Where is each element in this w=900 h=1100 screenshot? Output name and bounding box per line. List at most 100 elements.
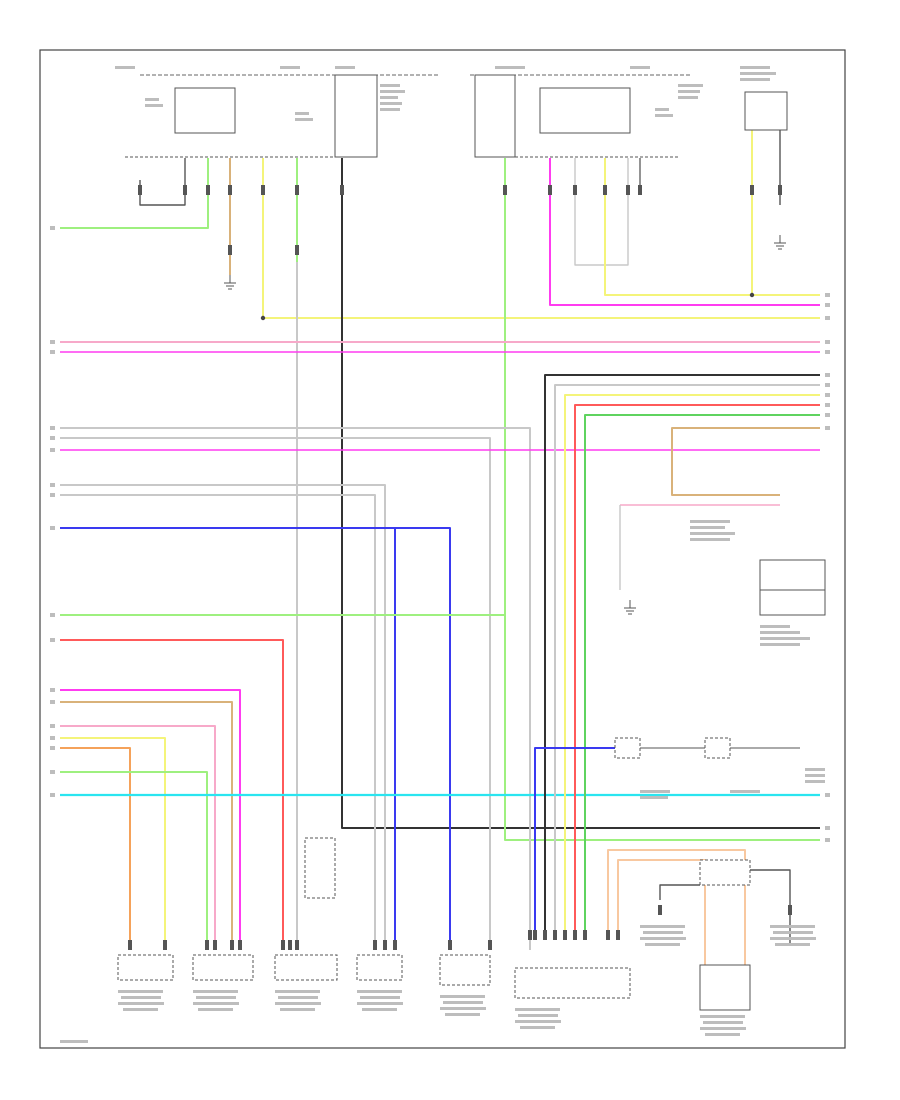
pin-label <box>50 736 55 740</box>
connector-pin <box>573 930 577 940</box>
pin-label <box>825 826 830 830</box>
relay-left <box>174 87 236 134</box>
connector-pin <box>658 905 662 915</box>
connector-pin <box>373 940 377 950</box>
wire-lt-gray-bundle <box>554 384 820 940</box>
relay-right <box>539 87 631 134</box>
pin-label <box>825 303 830 307</box>
footer-code-block <box>60 1040 88 1043</box>
connector-pin <box>533 930 537 940</box>
connector-pin <box>230 940 234 950</box>
wire-black-loop <box>139 158 186 206</box>
pin-label <box>50 483 55 487</box>
label-block <box>640 796 668 799</box>
label-block <box>443 1001 483 1004</box>
ecm-lower-right <box>699 964 751 1011</box>
connector-pin <box>788 905 792 915</box>
splice-dot <box>749 292 755 298</box>
label-block <box>690 532 735 535</box>
connector-pin <box>261 185 265 195</box>
label-block <box>440 1007 486 1010</box>
label-block <box>705 1033 740 1036</box>
pin-label <box>825 373 830 377</box>
label-block <box>740 72 776 75</box>
label-block <box>690 538 730 541</box>
label-block <box>196 996 236 999</box>
wire-lt-green-top <box>60 158 209 229</box>
pin-label <box>50 526 55 530</box>
pin-label <box>825 793 830 797</box>
wire-magenta-h3 <box>60 689 241 950</box>
connector-pin <box>295 185 299 195</box>
label-block <box>760 637 810 640</box>
wire-black-bundle <box>544 374 820 940</box>
pin-label <box>825 383 830 387</box>
connector-pin <box>603 185 607 195</box>
wire-blue-lower <box>534 747 620 940</box>
label-block <box>118 1002 164 1005</box>
label-block <box>118 990 163 993</box>
connector-pin <box>583 930 587 940</box>
connector-pin <box>383 940 387 950</box>
label-block <box>655 114 673 117</box>
connector-pin <box>228 245 232 255</box>
fuse-label <box>115 66 135 69</box>
label-block <box>640 925 685 928</box>
fuse-label <box>630 66 650 69</box>
label-block <box>440 995 485 998</box>
connector-pin <box>340 185 344 195</box>
label-block <box>730 790 760 793</box>
connector-pin <box>288 940 292 950</box>
connector-pin <box>778 185 782 195</box>
pin-label <box>825 403 830 407</box>
pin-label <box>825 350 830 354</box>
wire-blue-h1 <box>60 527 451 950</box>
wire-peach-lower-2 <box>617 859 706 965</box>
label-block <box>360 996 400 999</box>
label-block <box>380 96 398 99</box>
connector-pin <box>163 940 167 950</box>
wire-yellow-top <box>604 158 820 296</box>
label-block <box>643 931 683 934</box>
label-block <box>275 1002 321 1005</box>
label-block <box>357 990 402 993</box>
wire-pink-h2 <box>60 725 216 950</box>
diagram-frame <box>39 49 846 1049</box>
wire-peach-lower <box>607 849 746 965</box>
label-block <box>121 996 161 999</box>
label-block <box>740 66 770 69</box>
component-sensor-2 <box>192 954 254 981</box>
label-block <box>275 990 320 993</box>
label-block <box>760 625 790 628</box>
pin-label <box>50 350 55 354</box>
connector-pin <box>563 930 567 940</box>
label-block <box>193 990 238 993</box>
label-block <box>700 1027 746 1030</box>
component-sensor-4 <box>356 954 403 981</box>
label-block <box>645 943 680 946</box>
label-block <box>193 1002 239 1005</box>
label-block <box>760 631 800 634</box>
module-left <box>334 74 378 158</box>
wire-magenta-top <box>549 158 820 306</box>
wire-tan-h1 <box>60 701 233 950</box>
connector-pin <box>206 185 210 195</box>
component-motor <box>439 954 491 986</box>
pin-label <box>50 493 55 497</box>
label-block <box>655 108 669 111</box>
connector-pin <box>553 930 557 940</box>
label-block <box>678 96 698 99</box>
label-block <box>280 1008 315 1011</box>
pin-label <box>50 226 55 230</box>
label-block <box>805 768 825 771</box>
label-block <box>515 1020 561 1023</box>
pin-label <box>50 340 55 344</box>
label-block <box>445 1013 480 1016</box>
connector-pin <box>238 940 242 950</box>
component-sensor-3 <box>274 954 338 981</box>
label-block <box>362 1008 397 1011</box>
connector-pin <box>606 930 610 940</box>
component-layer <box>39 49 846 1049</box>
connector-pin <box>528 930 532 940</box>
component-sensor-1 <box>117 954 174 981</box>
